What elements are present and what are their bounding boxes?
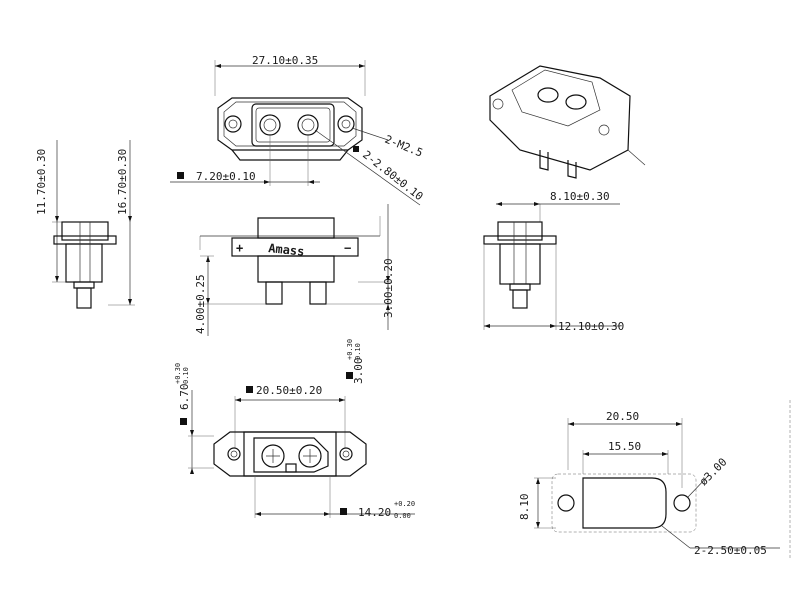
- dim-cutout-outer: 20.50: [606, 410, 639, 423]
- dim-body-width: 14.20: [358, 506, 391, 519]
- dim-front-pin-a: 4.00±0.25: [194, 274, 207, 334]
- left-side-view: 11.70±0.30 16.70±0.30: [35, 140, 135, 309]
- dim-flange-height: 6.70: [178, 384, 191, 411]
- dim-hole-pitch: 20.50±0.20: [256, 384, 322, 397]
- dim-flange-thick-tol-dn: 0.10: [354, 343, 362, 360]
- polarity-minus: −: [344, 241, 351, 255]
- dim-flange-height-tol-up: +0.30: [174, 363, 182, 384]
- dim-flange-thick: 3.00: [352, 358, 365, 385]
- dim-height-2: 16.70±0.30: [116, 149, 129, 215]
- panel-cutout-view: 20.50 15.50 ø3.00 8.10 2-2.50±0.05: [518, 400, 791, 560]
- dim-body-width-tol-up: +0.20: [394, 500, 415, 508]
- dim-cutout-radius: 2-2.50±0.05: [694, 544, 767, 557]
- bottom-view: 20.50±0.20 6.70 +0.30 0.10 3.00 +0.30 0.…: [174, 339, 415, 520]
- dim-front-pin-b: 3.00±0.20: [382, 258, 395, 318]
- dim-side-top: 8.10±0.30: [550, 190, 610, 203]
- dim-height-1: 11.70±0.30: [35, 149, 48, 215]
- dim-flange-height-tol-dn: 0.10: [182, 367, 190, 384]
- dim-screw: 2-M2.5: [383, 133, 425, 160]
- dim-cutout-inner: 15.50: [608, 440, 641, 453]
- top-view: 27.10±0.35 2-M2.5 2-2.80±0.10 7.20±0.10: [170, 54, 426, 206]
- dim-pin-pitch: 7.20±0.10: [196, 170, 256, 183]
- dim-flange-thick-tol-up: +0.30: [346, 339, 354, 360]
- polarity-plus: +: [236, 241, 243, 255]
- dim-side-bottom: 12.10±0.30: [558, 320, 624, 333]
- dim-top-width: 27.10±0.35: [252, 54, 318, 67]
- dim-cutout-hole: ø3.00: [697, 456, 730, 489]
- front-view: + Amass − 4.00±0.25 3.00±0.20: [194, 204, 395, 336]
- brand-label: Amass: [268, 241, 305, 259]
- right-side-view: 8.10±0.30 12.10±0.30: [483, 190, 624, 333]
- isometric-view: [489, 65, 646, 179]
- dim-cutout-height: 8.10: [518, 494, 531, 521]
- dim-body-width-tol-dn: 0.00: [394, 512, 411, 520]
